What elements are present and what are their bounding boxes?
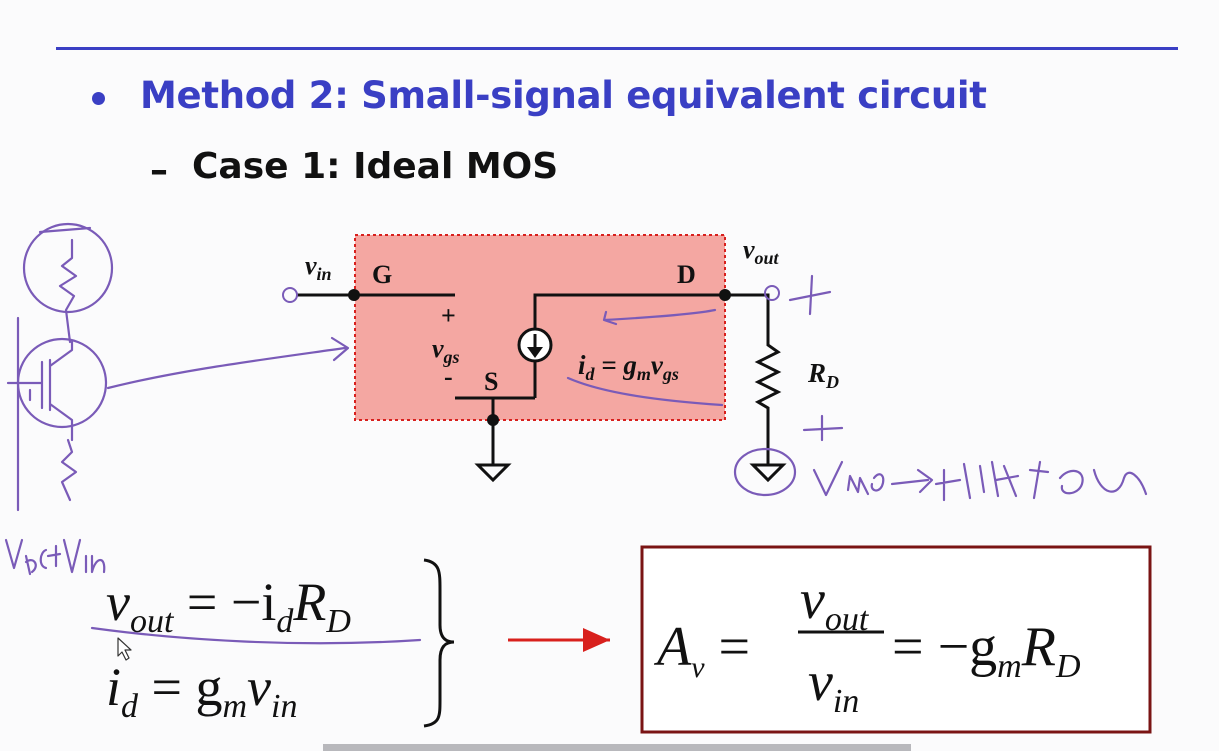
- slide-title: Method 2: Small-signal equivalent circui…: [140, 74, 987, 117]
- drain-node: [719, 289, 731, 301]
- slide-subtitle: Case 1: Ideal MOS: [192, 146, 559, 187]
- source-node: [487, 414, 499, 426]
- equation-id: id = gmvin: [106, 657, 297, 725]
- drain-label: D: [677, 260, 696, 289]
- id-equation-label: id = gmvgs: [578, 350, 679, 384]
- vin-label: vin: [305, 251, 332, 284]
- vgs-plus: +: [441, 301, 456, 330]
- ground-icon: [474, 463, 512, 483]
- gain-denominator: vin: [808, 651, 859, 720]
- ground-icon-rd: [749, 463, 787, 483]
- sub-bullet-dash: –: [150, 150, 168, 191]
- equation-vout: vout = −idRD: [106, 572, 351, 640]
- vgs-label: vgs: [432, 334, 460, 367]
- bullet-icon: [92, 92, 105, 105]
- vout-terminal: [764, 285, 780, 301]
- title-rule: [56, 47, 1178, 50]
- resistor-rd: [754, 340, 782, 465]
- gain-lhs: Av=: [653, 616, 750, 684]
- mos-model-box: [354, 234, 726, 421]
- video-progress-bar[interactable]: [323, 744, 911, 751]
- equation-brace: [423, 558, 455, 728]
- handwritten-annotations: [4, 222, 1148, 661]
- gain-result-box: [640, 545, 1152, 734]
- source-label: S: [484, 367, 498, 396]
- gain-rhs: = −gmRD: [892, 616, 1081, 685]
- gate-node: [348, 289, 360, 301]
- vgs-minus: -: [444, 362, 453, 391]
- vin-terminal: [282, 287, 298, 303]
- gate-label: G: [372, 260, 392, 289]
- vout-label: vout: [743, 235, 780, 268]
- rd-label: RD: [807, 358, 839, 392]
